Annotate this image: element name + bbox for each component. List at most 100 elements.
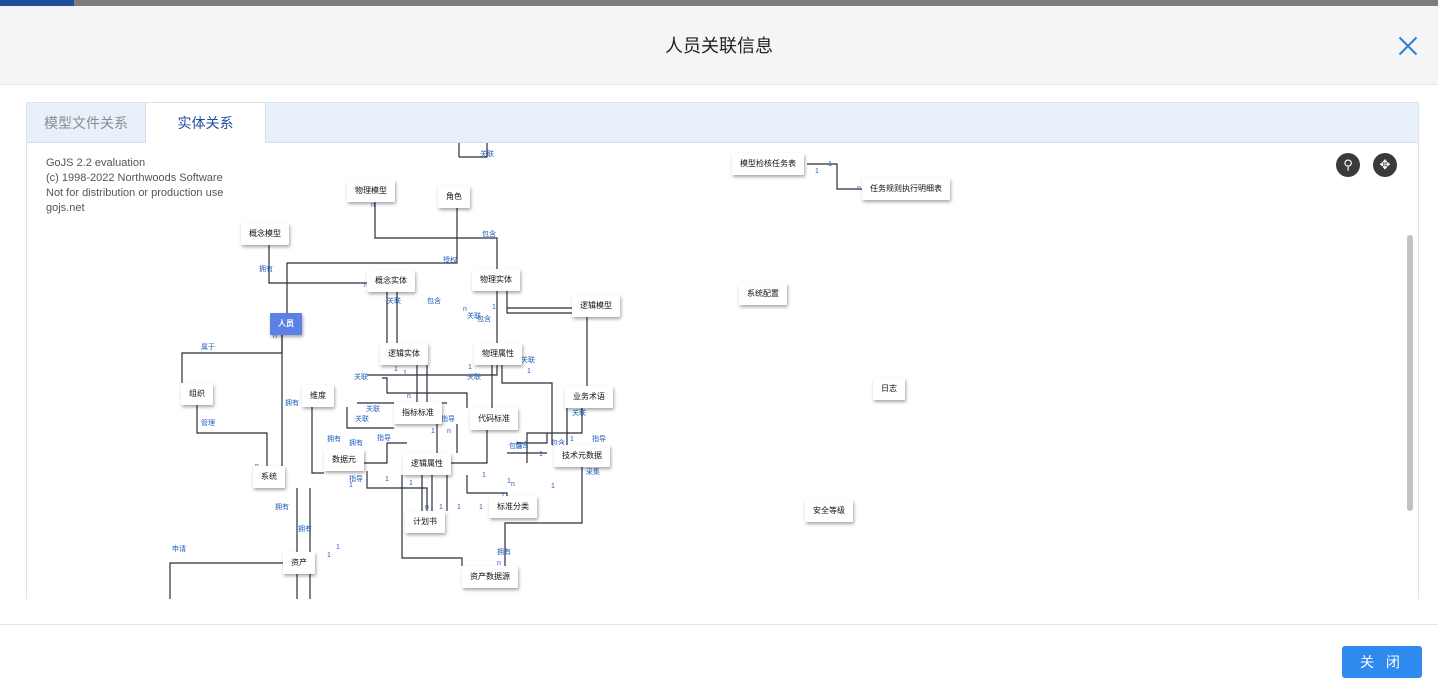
relation-link — [501, 365, 553, 445]
link-label: 管理 — [201, 418, 215, 427]
multiplicity-marker: 1 — [570, 436, 574, 443]
diagram-node-wuli_shuxing[interactable]: 物理属性 — [474, 343, 522, 365]
diagram-node-luoji_shiti[interactable]: 逻辑实体 — [380, 343, 428, 365]
multiplicity-marker: 1 — [479, 504, 483, 511]
relation-dialog: 人员关联信息 模型文件关系 实体关系 GoJS 2.2 evaluation (… — [0, 6, 1438, 697]
link-label: 包含 — [482, 229, 496, 238]
diagram-node-wuli_moxing[interactable]: 物理模型 — [347, 180, 395, 202]
relation-link — [447, 430, 488, 464]
diagram-node-xitong_peizhi[interactable]: 系统配置 — [739, 283, 787, 305]
multiplicity-marker: 1 — [492, 304, 496, 311]
multiplicity-marker: 1 — [527, 368, 531, 375]
close-button[interactable]: 关 闭 — [1342, 646, 1422, 678]
relation-link — [382, 377, 468, 408]
link-label: 包含 — [515, 440, 529, 449]
relation-link — [517, 433, 548, 444]
relation-link — [352, 442, 407, 464]
link-label: 拥有 — [298, 524, 312, 533]
relation-link — [169, 562, 283, 599]
diagram-node-weidu[interactable]: 维度 — [302, 385, 334, 407]
link-label: 关联 — [366, 404, 380, 413]
link-label: 关联 — [572, 408, 586, 417]
relation-link — [374, 202, 498, 269]
link-label: 关联 — [467, 311, 481, 320]
multiplicity-marker: 1 — [815, 168, 819, 175]
link-label: 关联 — [354, 372, 368, 381]
relation-link — [807, 163, 862, 190]
tab-model-file-relations[interactable]: 模型文件关系 — [44, 115, 128, 131]
diagram-node-moxing_jiaohe[interactable]: 模型检核任务表 — [732, 153, 804, 175]
multiplicity-marker: n — [425, 504, 429, 511]
multiplicity-marker: 1 — [482, 472, 486, 479]
diagram-node-gainian_shiti[interactable]: 概念实体 — [367, 270, 415, 292]
multiplicity-marker: n — [273, 333, 277, 340]
multiplicity-marker: n — [511, 481, 515, 488]
relation-link — [366, 471, 428, 511]
diagram-node-shujuyuan[interactable]: 数据元 — [324, 449, 364, 471]
link-label: 包含 — [477, 314, 491, 323]
tab-entity-relations[interactable]: 实体关系 — [145, 103, 266, 143]
relation-link — [466, 475, 508, 496]
link-label: 指导 — [349, 474, 363, 483]
diagram-node-zuzhi[interactable]: 组织 — [181, 383, 213, 405]
multiplicity-marker: n — [447, 428, 451, 435]
diagram-node-zichan[interactable]: 资产 — [283, 552, 315, 574]
multiplicity-marker: n — [857, 185, 861, 192]
app-tab-strip — [0, 0, 74, 6]
move-icon[interactable]: ✥ — [1373, 153, 1397, 177]
multiplicity-marker: 1 — [385, 476, 389, 483]
diagram-node-wuli_shiti[interactable]: 物理实体 — [472, 269, 520, 291]
vertical-scrollbar[interactable] — [1407, 235, 1413, 511]
link-label: 拥有 — [349, 438, 363, 447]
diagram-node-luoji_moxing[interactable]: 逻辑模型 — [572, 295, 620, 317]
link-label: 授权 — [443, 255, 457, 264]
diagram-node-zhibiao_biaozhun[interactable]: 指标标准 — [394, 402, 442, 424]
diagram-node-luoji_shuxing[interactable]: 逻辑属性 — [403, 453, 451, 475]
relation-link — [311, 407, 324, 474]
multiplicity-marker: n — [463, 306, 467, 313]
diagram-node-renwu_guize[interactable]: 任务规则执行明细表 — [862, 178, 950, 200]
relation-link — [268, 245, 367, 284]
diagram-node-anquan_dengji[interactable]: 安全等级 — [805, 500, 853, 522]
link-label: 属于 — [201, 343, 215, 351]
diagram-node-xitong[interactable]: 系统 — [253, 466, 285, 488]
link-label: 包含 — [509, 441, 523, 450]
dialog-header: 人员关联信息 — [0, 6, 1438, 85]
diagram-canvas[interactable]: GoJS 2.2 evaluation (c) 1998-2022 Northw… — [27, 143, 1418, 599]
relation-links: 关联包含授权拥有属于管理关联关联包含关联包含拥有关联关联关联关联拥有指导指导指导… — [169, 143, 862, 599]
link-label: 申请 — [172, 544, 186, 553]
relation-link — [367, 365, 498, 376]
multiplicity-marker: n — [364, 282, 368, 289]
link-label: 关联 — [521, 355, 535, 364]
diagram-node-daima_biaozhun[interactable]: 代码标准 — [470, 408, 518, 430]
multiplicity-marker: n — [497, 560, 501, 567]
multiplicity-marker: 1 — [439, 504, 443, 511]
diagram-node-jishu_yuanshuju[interactable]: 技术元数据 — [554, 445, 610, 467]
tab-panel: 模型文件关系 实体关系 GoJS 2.2 evaluation (c) 1998… — [26, 102, 1419, 599]
link-label: 拥有 — [285, 398, 299, 407]
link-label: 指导 — [441, 414, 455, 423]
multiplicity-marker: 1 — [409, 480, 413, 487]
relation-link — [401, 475, 463, 566]
link-label: 指导 — [377, 433, 391, 442]
link-label: 指导 — [592, 434, 606, 443]
diagram-node-jihuashu[interactable]: 计划书 — [405, 511, 445, 533]
diagram-node-renyuan[interactable]: 人员 — [270, 313, 302, 335]
diagram-node-biaozhun_fenlei[interactable]: 标准分类 — [489, 496, 537, 518]
tab-bar: 模型文件关系 实体关系 — [27, 103, 1418, 143]
search-icon[interactable]: ⚲ — [1336, 153, 1360, 177]
diagram-node-gainian_moxing[interactable]: 概念模型 — [241, 223, 289, 245]
diagram-node-zichan_shujuyuan[interactable]: 资产数据源 — [462, 566, 518, 588]
gojs-watermark: GoJS 2.2 evaluation (c) 1998-2022 Northw… — [46, 157, 224, 214]
close-icon[interactable] — [1398, 36, 1418, 56]
diagram-node-yewu_shuyu[interactable]: 业务术语 — [565, 386, 613, 408]
link-label: 采集 — [586, 467, 600, 476]
multiplicity-marker: 1 — [327, 552, 331, 559]
link-label: 关联 — [467, 372, 481, 381]
link-label: 拥有 — [327, 434, 341, 443]
diagram-node-rizhi[interactable]: 日志 — [873, 378, 905, 400]
multiplicity-marker: 1 — [349, 482, 353, 489]
link-label: 关联 — [480, 149, 494, 158]
diagram-node-juese[interactable]: 角色 — [438, 186, 470, 208]
multiplicity-marker: 1 — [457, 504, 461, 511]
